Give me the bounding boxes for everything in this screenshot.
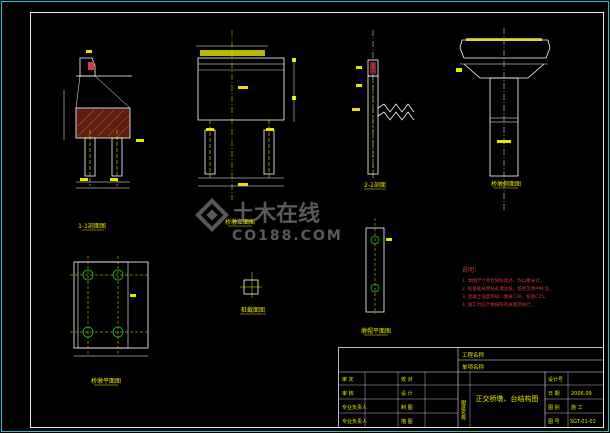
- view-pier-plan: 桥墩平面图: [70, 256, 150, 386]
- title-block-cell: 校 对: [401, 376, 413, 383]
- title-block: 工程名称 单项名称 审 定 校 对 审 核 设 计 专业负责人 制 图 专业负责…: [338, 347, 604, 428]
- title-block-meta-label: 设计号: [548, 376, 563, 383]
- view-pile-section: 桩截面图: [240, 272, 266, 315]
- title-block-cell: 设 计: [401, 390, 413, 397]
- view-title-pier-elevation: 桥墩立面图: [225, 218, 255, 226]
- watermark: 土木在线 CO188.COM: [195, 198, 343, 244]
- title-block-cell: 专业负责人: [342, 404, 367, 411]
- view-title-pier-plan: 桥墩平面图: [91, 377, 121, 385]
- view-title-1-1: 1-1剖面图: [78, 222, 106, 230]
- view-title-2-2: 2-2剖面: [364, 181, 386, 189]
- view-pier-side: 桥墩侧面图: [456, 28, 551, 210]
- title-block-meta-value: SGT-01-02: [570, 419, 596, 425]
- notes-item: 2. 桩基础采用钻孔灌注桩，桩径见图中标注。: [462, 285, 553, 292]
- notes-item: 3. 混凝土强度等级：墩身C30，桩基C25。: [462, 293, 548, 300]
- notes-item: 4. 施工时应严格按照有关规范执行。: [462, 301, 535, 308]
- title-block-meta-value: 施 工: [571, 404, 583, 411]
- notes-item: 1. 本图尺寸单位除标高外，均以厘米计。: [462, 277, 544, 284]
- notes-heading: 说明：: [462, 266, 480, 274]
- title-block-meta-label: 日 期: [548, 391, 560, 397]
- title-block-meta-value: 2006.09: [571, 391, 592, 397]
- watermark-logo-icon: [195, 198, 229, 232]
- view-title-pile-section: 桩截面图: [241, 306, 265, 314]
- view-1-1-section: 1-1剖面图: [63, 50, 144, 231]
- title-block-cell: 制 图: [401, 404, 413, 411]
- title-block-cell: 专业负责人: [342, 418, 367, 425]
- title-block-drawing-title: 正交桥墩、台结构图: [476, 394, 539, 403]
- view-pier-elevation: 桥墩立面图: [196, 30, 296, 227]
- view-title-pier-side: 桥墩侧面图: [491, 180, 521, 188]
- title-block-meta-label: 图 号: [548, 419, 560, 425]
- title-block-cell: 描 图: [401, 418, 413, 425]
- title-block-cell: 审 定: [342, 376, 354, 383]
- notes-block: 说明： 1. 本图尺寸单位除标高外，均以厘米计。 2. 桩基础采用钻孔灌注桩，桩…: [462, 266, 553, 308]
- watermark-url: CO188.COM: [232, 228, 343, 244]
- view-cap-plan: 墩帽平面图: [361, 218, 392, 336]
- view-title-cap-plan: 墩帽平面图: [361, 327, 391, 335]
- watermark-brand: 土木在线: [232, 201, 320, 227]
- view-2-2-section: 2-2剖面: [352, 30, 415, 190]
- title-block-subproject-label: 单项名称: [462, 363, 485, 371]
- title-block-side-label: 图纸名称: [460, 400, 466, 421]
- title-block-project-label: 工程名称: [462, 351, 485, 359]
- title-block-cell: 审 核: [342, 390, 354, 397]
- drawing-border-inner: [30, 12, 604, 428]
- title-block-meta-label: 图 别: [548, 404, 560, 411]
